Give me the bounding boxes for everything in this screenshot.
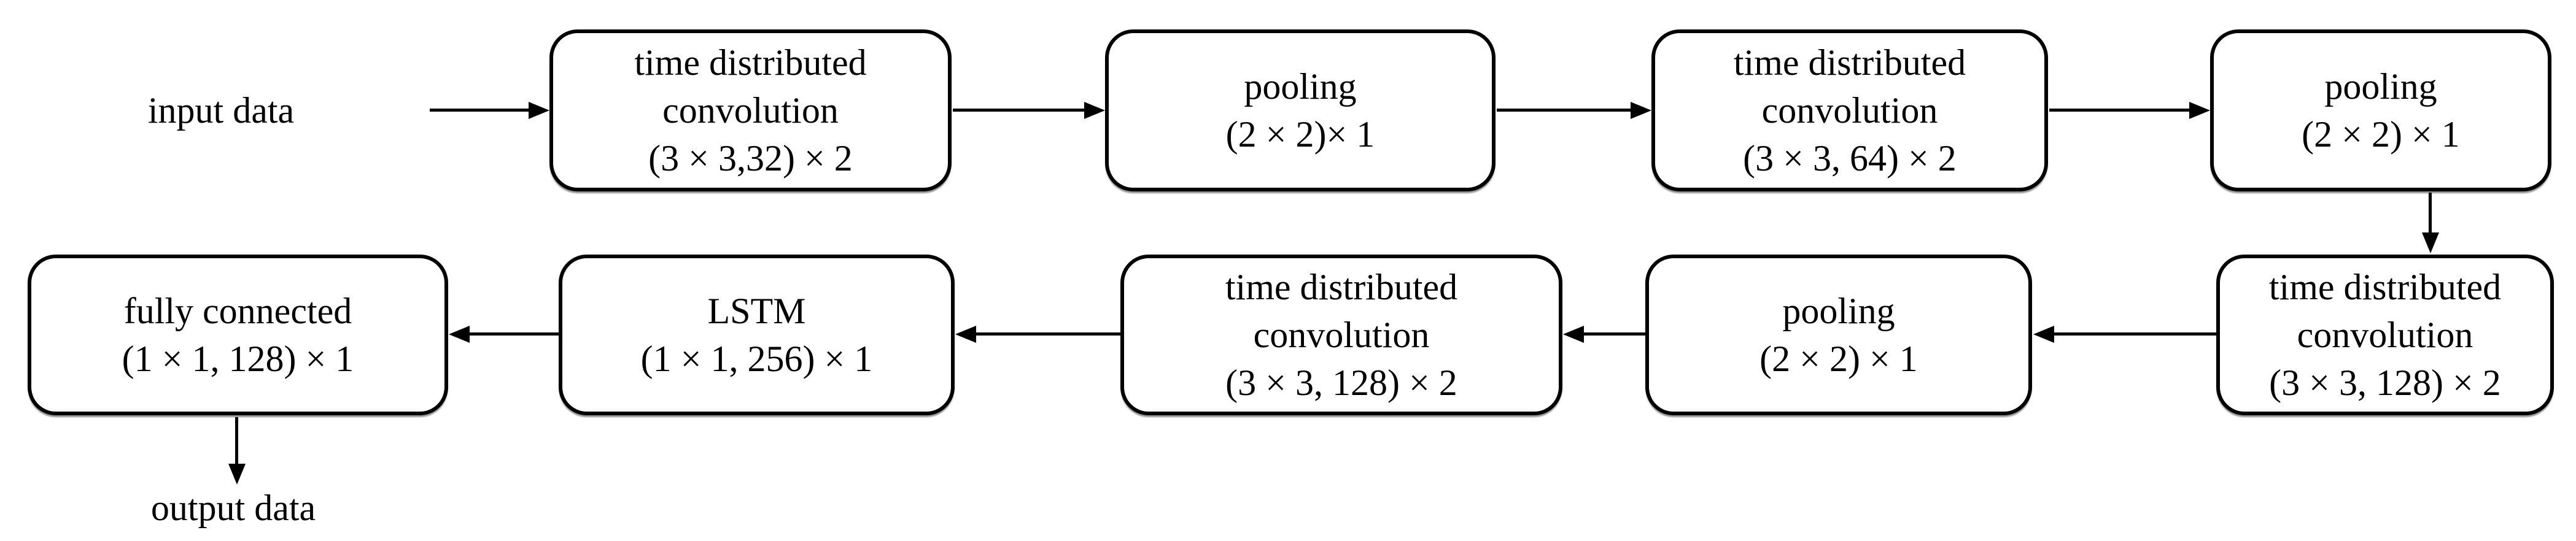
node-label-line: convolution: [662, 90, 839, 131]
node-label-line: (3 × 3,32) × 2: [648, 138, 853, 178]
arrow-lstm-to-fc: [470, 332, 559, 336]
node-label-line: (2 × 2) × 1: [2302, 114, 2460, 155]
arrow-pool1-to-conv2: [1497, 109, 1631, 112]
node-label-line: fully connected: [123, 291, 352, 331]
arrow-pool2-down-to-conv3: [2429, 193, 2432, 232]
node-time-distributed-convolution-128-a: time distributed convolution (3 × 3, 128…: [2216, 255, 2554, 415]
node-label-line: (1 × 1, 128) × 1: [122, 339, 354, 379]
node-label-line: (2 × 2)× 1: [1225, 114, 1375, 155]
node-label-line: pooling: [1244, 66, 1357, 107]
arrow-conv4-to-lstm: [976, 332, 1120, 336]
node-label-line: convolution: [1253, 315, 1430, 355]
arrow-fc-down-to-output: [235, 417, 238, 464]
node-pooling-3: pooling (2 × 2) × 1: [1645, 255, 2032, 415]
node-label-line: time distributed: [634, 42, 867, 83]
arrow-conv2-to-pool2: [2049, 109, 2189, 112]
node-label-line: convolution: [1761, 90, 1938, 131]
node-label-line: (3 × 3, 128) × 2: [1225, 363, 1457, 403]
node-label-line: (2 × 2) × 1: [1759, 339, 1918, 379]
node-lstm: LSTM (1 × 1, 256) × 1: [559, 255, 955, 415]
node-label-line: time distributed: [1225, 267, 1458, 307]
node-time-distributed-convolution-64: time distributed convolution (3 × 3, 64)…: [1651, 29, 2048, 191]
node-label-line: (1 × 1, 256) × 1: [640, 339, 873, 379]
node-time-distributed-convolution-32: time distributed convolution (3 × 3,32) …: [549, 29, 952, 191]
input-data-label: input data: [147, 90, 295, 131]
node-time-distributed-convolution-128-b: time distributed convolution (3 × 3, 128…: [1120, 255, 1562, 415]
arrow-pool3-to-conv4: [1584, 332, 1645, 336]
node-label-line: time distributed: [2268, 267, 2502, 307]
arrow-conv3-to-pool3: [2054, 332, 2216, 336]
node-label-line: time distributed: [1733, 42, 1966, 83]
node-label-line: LSTM: [707, 291, 806, 331]
node-label-line: (3 × 3, 128) × 2: [2269, 363, 2501, 403]
node-pooling-1: pooling (2 × 2)× 1: [1105, 29, 1496, 191]
node-fully-connected: fully connected (1 × 1, 128) × 1: [28, 255, 448, 415]
node-label-line: pooling: [1782, 291, 1895, 331]
node-pooling-2: pooling (2 × 2) × 1: [2210, 29, 2551, 191]
node-label-line: convolution: [2297, 315, 2473, 355]
node-label-line: (3 × 3, 64) × 2: [1743, 138, 1957, 178]
node-label-line: pooling: [2324, 66, 2437, 107]
output-data-label: output data: [150, 487, 316, 528]
arrow-conv1-to-pool1: [953, 109, 1084, 112]
arrow-input-to-conv1: [430, 109, 529, 112]
